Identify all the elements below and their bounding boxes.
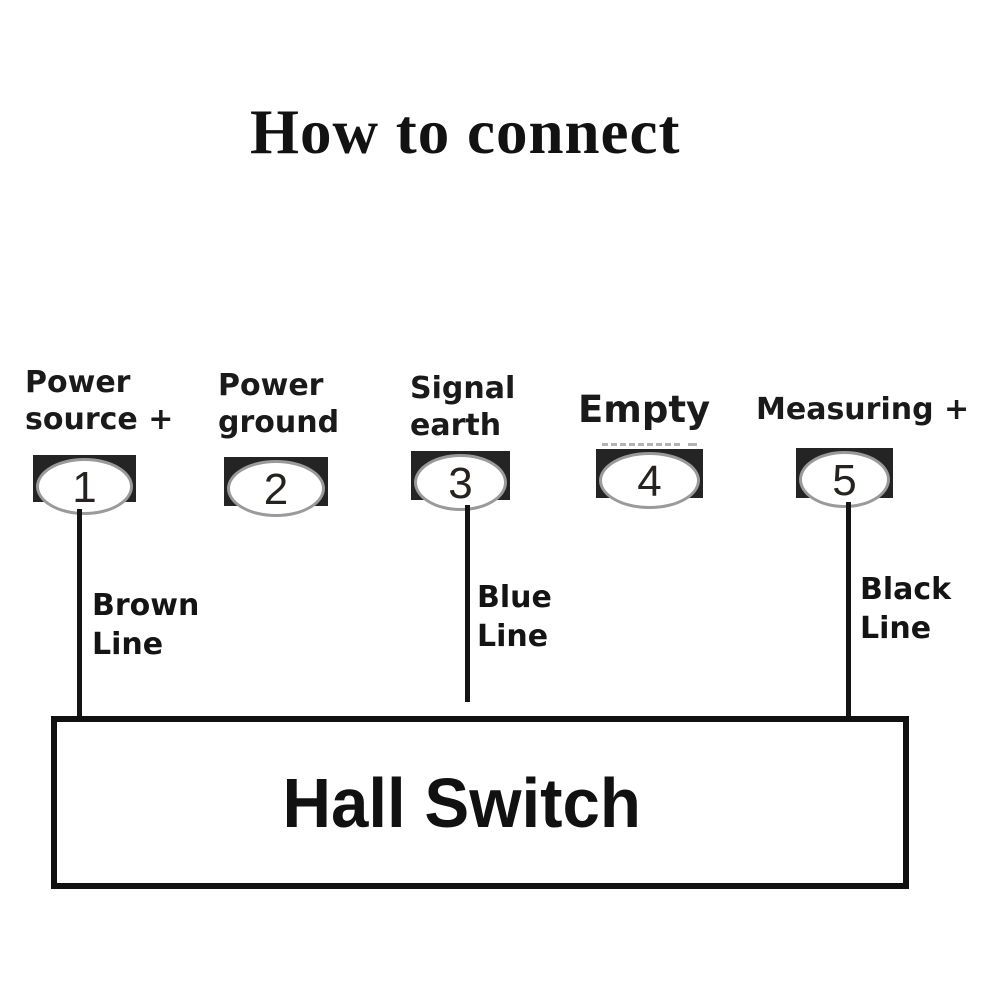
pin-3-label-line2: earth (410, 408, 502, 443)
pin-2-number: 2 (263, 464, 289, 514)
pin-5-label-line1: Measuring + (756, 392, 970, 427)
blue-line-label-line1: Blue (477, 580, 552, 615)
diagram-title: How to connect (250, 97, 681, 167)
brown-line-label-line1: Brown (92, 588, 200, 623)
pin-4-badge: 4 (599, 452, 700, 509)
pin-4-label-line1: Empty (578, 388, 711, 431)
pin-3-terminal: 3 (411, 451, 510, 511)
pin-1-label-line2: source + (25, 402, 174, 437)
wire-black-line (846, 502, 851, 718)
scan-artifact-dash (602, 443, 680, 446)
black-line-label-line2: Line (860, 611, 932, 646)
pin-1-terminal: 1 (33, 455, 136, 515)
pin-5-number: 5 (832, 455, 857, 505)
brown-line-label: Brown Line (92, 586, 199, 664)
hall-switch-box: Hall Switch (51, 716, 909, 889)
brown-line-label-line2: Line (92, 627, 164, 662)
hall-switch-label: Hall Switch (282, 763, 642, 842)
pin-1-label-line1: Power (25, 365, 131, 400)
pin-3-label-line1: Signal (410, 371, 516, 406)
blue-line-label: Blue Line (477, 578, 552, 656)
pin-3-number: 3 (448, 458, 473, 508)
wire-blue-line (465, 505, 470, 702)
pin-2-label: Power ground (218, 367, 339, 441)
black-line-label-line1: Black (860, 572, 952, 607)
pin-2-label-line1: Power (218, 368, 324, 403)
black-line-label: Black Line (860, 570, 951, 648)
pin-5-label: Measuring + (756, 392, 969, 428)
pin-4-number: 4 (637, 456, 662, 506)
pin-3-label: Signal earth (410, 370, 515, 444)
pin-1-number: 1 (72, 462, 97, 512)
pin-2-badge: 2 (227, 460, 325, 517)
pin-4-label: Empty (578, 388, 710, 432)
pin-1-badge: 1 (36, 458, 133, 515)
scan-artifact-dot (688, 443, 697, 446)
blue-line-label-line2: Line (477, 619, 549, 654)
pin-2-label-line2: ground (218, 405, 340, 440)
wire-brown-line (77, 509, 82, 718)
pin-5-badge: 5 (799, 451, 890, 508)
pin-2-terminal: 2 (224, 457, 328, 517)
pin-3-badge: 3 (414, 454, 507, 511)
pin-4-terminal: 4 (596, 449, 703, 509)
pin-5-terminal: 5 (796, 448, 893, 508)
pin-1-label: Power source + (25, 364, 173, 438)
